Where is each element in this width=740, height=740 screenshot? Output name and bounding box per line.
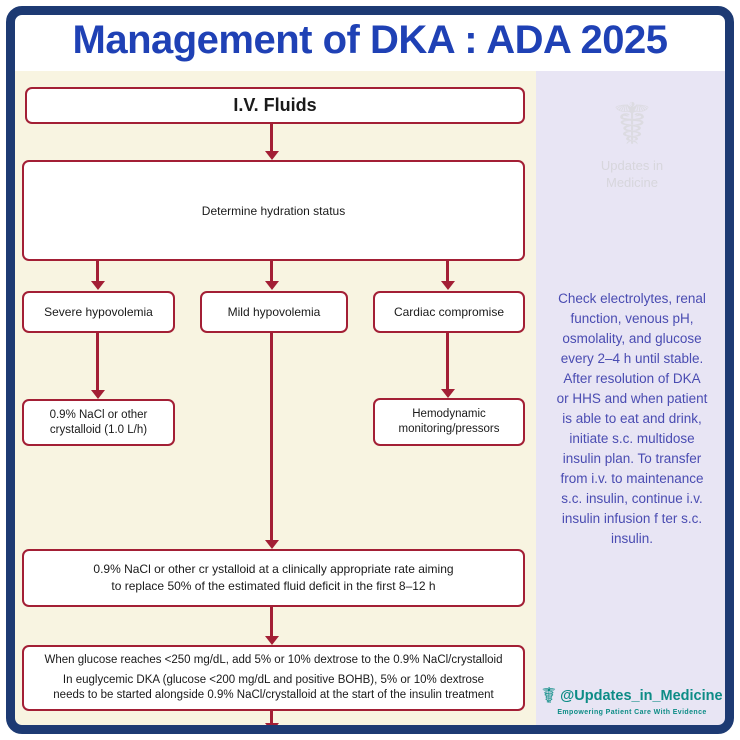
arrow-determine-to-mild — [264, 261, 279, 290]
note-line: or HHS and when patient — [556, 391, 708, 406]
node-severe-hypovolemia: Severe hypovolemia — [22, 291, 175, 333]
brand-footer: ☤ @Updates_in_Medicine Empowering Patien… — [536, 683, 728, 717]
monitoring-note: Check electrolytes, renal function, veno… — [541, 289, 723, 549]
node-glucose-dextrose: When glucose reaches <250 mg/dL, add 5% … — [22, 645, 525, 711]
note-line: insulin plan. To transfer — [562, 451, 702, 466]
note-line: After resolution of DKA — [563, 371, 701, 386]
note-line: initiate s.c. multidose — [569, 431, 695, 446]
side-panel: ☤ Updates in Medicine Check electrolytes… — [536, 71, 728, 728]
arrow-glucose-continues — [264, 711, 279, 728]
node-nacl-rate: 0.9% NaCl or other cr ystalloid at a cli… — [22, 549, 525, 607]
page-title: Management of DKA : ADA 2025 — [72, 18, 668, 62]
node-nacl-crystalloid: 0.9% NaCl or other crystalloid (1.0 L/h) — [22, 399, 175, 446]
node-cardiac-compromise: Cardiac compromise — [373, 291, 525, 333]
brand-tagline: Empowering Patient Care With Evidence — [557, 709, 707, 716]
note-line: every 2–4 h until stable. — [560, 351, 704, 366]
node-iv-fluids-label: I.V. Fluids — [233, 95, 317, 115]
node-nacl-line1: 0.9% NaCl or other — [49, 408, 148, 421]
note-line: insulin infusion f ter s.c. — [561, 511, 703, 526]
arrow-determine-to-cardiac — [440, 261, 455, 290]
node-iv-fluids: I.V. Fluids — [25, 87, 525, 124]
node-rate-line2: to replace 50% of the estimated fluid de… — [111, 579, 436, 593]
watermark: ☤ Updates in Medicine — [536, 93, 728, 191]
caduceus-watermark-icon: ☤ — [612, 92, 652, 157]
social-handle: @Updates_in_Medicine — [560, 688, 723, 704]
arrow-iv-to-determine — [264, 124, 279, 160]
watermark-text-line1: Updates in — [600, 158, 664, 173]
note-line: function, venous pH, — [570, 311, 694, 326]
node-hemodynamic-monitoring: Hemodynamic monitoring/pressors — [373, 398, 525, 446]
watermark-text-line2: Medicine — [605, 175, 659, 190]
note-line: is able to eat and drink, — [562, 411, 702, 426]
node-mild-hypovolemia: Mild hypovolemia — [200, 291, 348, 333]
node-glucose-line2: In euglycemic DKA (glucose <200 mg/dL an… — [62, 674, 485, 686]
node-glucose-line1: When glucose reaches <250 mg/dL, add 5% … — [44, 654, 503, 666]
node-hemo-line1: Hemodynamic — [412, 408, 486, 420]
note-line: osmolality, and glucose — [562, 331, 702, 346]
flowchart-panel: I.V. Fluids Determine hydration status S… — [12, 71, 536, 728]
note-line: insulin. — [610, 531, 654, 546]
node-glucose-line3: needs to be started alongside 0.9% NaCl/… — [53, 689, 494, 701]
arrow-severe-to-nacl — [90, 333, 105, 399]
node-cardiac-label: Cardiac compromise — [393, 305, 505, 319]
arrow-cardiac-to-hemodynamic — [440, 333, 455, 398]
node-hemo-line2: monitoring/pressors — [398, 423, 500, 435]
node-severe-label: Severe hypovolemia — [44, 305, 153, 319]
note-line: s.c. insulin, continue i.v. — [561, 491, 703, 506]
node-rate-line1: 0.9% NaCl or other cr ystalloid at a cli… — [93, 562, 454, 576]
arrow-mild-to-rate — [264, 333, 279, 549]
caduceus-icon: ☤ — [541, 683, 557, 708]
node-mild-label: Mild hypovolemia — [227, 305, 321, 319]
note-line: Check electrolytes, renal — [558, 291, 706, 306]
note-line: from i.v. to maintenance — [560, 471, 704, 486]
arrow-rate-to-glucose — [264, 607, 279, 645]
node-nacl-line2: crystalloid (1.0 L/h) — [49, 423, 148, 436]
arrow-determine-to-severe — [90, 261, 105, 290]
node-determine-hydration: Determine hydration status — [22, 160, 525, 261]
node-determine-label: Determine hydration status — [201, 203, 346, 218]
